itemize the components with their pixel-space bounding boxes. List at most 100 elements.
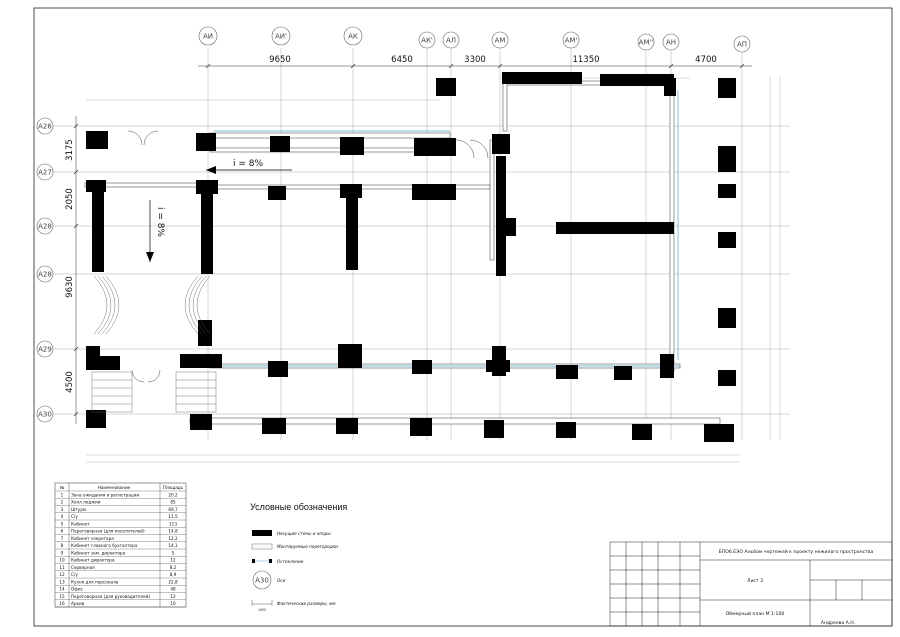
svg-text:АК: АК bbox=[348, 33, 358, 41]
table-cell-area: 12 bbox=[170, 558, 176, 563]
svg-text:АМ'': АМ'' bbox=[639, 39, 654, 47]
table-cell-name: Переговорная (для посетителей) bbox=[71, 529, 145, 534]
dim-label: 9630 bbox=[65, 276, 75, 298]
slope-label-horizontal: i = 8% bbox=[233, 159, 263, 169]
legend: Условные обозначения Несущие стены и опо… bbox=[250, 502, 347, 612]
table-cell-number: 6 bbox=[61, 529, 64, 534]
table-cell-number: 4 bbox=[61, 514, 64, 519]
table-cell-number: 2 bbox=[61, 500, 64, 505]
top-dimension-chain: 9650 6450 3300 11350 4700 bbox=[198, 55, 752, 69]
load-bearing-walls bbox=[86, 72, 736, 442]
axis-bubble: АК' bbox=[418, 31, 436, 49]
table-cell-name: Зона ожидания и регистрации bbox=[71, 492, 139, 497]
title-block bbox=[609, 541, 893, 627]
axis-bubble: АЛ bbox=[442, 31, 460, 49]
axis-bubble: АИ' bbox=[271, 26, 291, 46]
table-cell-name: С/у bbox=[71, 514, 78, 519]
svg-text:АИ: АИ bbox=[203, 33, 213, 41]
table-header: № bbox=[60, 485, 65, 490]
left-dimension-chain: 3175 2050 9630 4500 bbox=[65, 116, 79, 424]
axis-bubble: АИ bbox=[198, 26, 218, 46]
axis-bubble: А29 bbox=[36, 340, 54, 358]
svg-text:А28: А28 bbox=[38, 271, 52, 279]
table-cell-area: 113 bbox=[169, 521, 177, 526]
dim-label: 2050 bbox=[65, 188, 75, 210]
table-cell-number: 15 bbox=[59, 594, 65, 599]
svg-text:АН: АН bbox=[666, 39, 676, 47]
axis-bubble: А30 bbox=[36, 405, 54, 423]
legend-item: Остекление bbox=[277, 559, 304, 564]
svg-text:А29: А29 bbox=[38, 346, 52, 354]
table-cell-area: 48 bbox=[170, 587, 176, 592]
legend-title: Условные обозначения bbox=[250, 502, 347, 512]
doors bbox=[127, 130, 489, 383]
dim-label: 9650 bbox=[269, 55, 291, 65]
table-cell-number: 9 bbox=[61, 550, 64, 555]
table-header: Площадь bbox=[163, 485, 184, 490]
dim-label: 4700 bbox=[695, 55, 717, 65]
table-cell-name: Переговорная (для руководителей) bbox=[71, 594, 150, 599]
svg-text:АМ: АМ bbox=[495, 37, 506, 45]
slope-label-vertical: i = 8% bbox=[155, 207, 165, 237]
svg-text:А28: А28 bbox=[38, 223, 52, 231]
table-cell-number: 7 bbox=[61, 536, 64, 541]
ramp-arrows: i = 8% i = 8% bbox=[146, 159, 292, 262]
axis-bubble: АМ bbox=[491, 31, 509, 49]
table-cell-area: 14,1 bbox=[168, 543, 178, 548]
axis-grid bbox=[53, 48, 790, 440]
svg-text:А27: А27 bbox=[38, 169, 52, 177]
table-cell-number: 13 bbox=[59, 579, 65, 584]
glazing bbox=[214, 90, 680, 367]
table-cell-name: Кабинет главного бухгалтера bbox=[71, 543, 138, 548]
table-cell-area: 20,2 bbox=[168, 492, 178, 497]
dim-label: 3300 bbox=[464, 55, 486, 65]
legend-swatch-walls bbox=[252, 530, 272, 536]
svg-text:АЛ: АЛ bbox=[446, 37, 456, 45]
table-cell-name: С/у bbox=[71, 572, 78, 577]
table-cell-number: 3 bbox=[61, 507, 64, 512]
table-cell-name: Кабинет директора bbox=[71, 558, 115, 563]
dim-label: 6450 bbox=[391, 55, 413, 65]
dim-label: 4500 bbox=[65, 371, 75, 393]
axis-bubble: А26 bbox=[36, 117, 54, 135]
axis-bubble: АП bbox=[733, 35, 751, 53]
stairs bbox=[91, 275, 217, 413]
axis-bubbles-left: А26 А27 А28 А28 А29 А30 bbox=[36, 117, 54, 423]
svg-text:А30: А30 bbox=[38, 411, 52, 419]
table-cell-number: 1 bbox=[61, 492, 64, 497]
svg-text:АМ': АМ' bbox=[565, 37, 578, 45]
table-header: Наименование bbox=[98, 485, 131, 490]
table-cell-area: 11,5 bbox=[168, 514, 178, 519]
svg-text:АИ': АИ' bbox=[275, 33, 287, 41]
table-cell-name: Кабинет секретаря bbox=[71, 536, 114, 541]
table-cell-number: 16 bbox=[59, 601, 65, 606]
legend-dim-sample: 1600 bbox=[258, 608, 266, 612]
secondary-dims bbox=[86, 76, 781, 463]
legend-item: Фактические размеры, мм bbox=[277, 601, 336, 606]
title-block-author: Андреева А.Н. bbox=[821, 620, 855, 626]
legend-item: Оси bbox=[277, 578, 286, 583]
axis-bubble: АМ'' bbox=[637, 33, 655, 51]
table-cell-area: 85 bbox=[170, 500, 176, 505]
table-cell-name: Кабинет bbox=[71, 521, 90, 526]
title-block-sheet: Лист 3 bbox=[747, 578, 763, 584]
dim-label: 3175 bbox=[65, 139, 75, 161]
room-table: № Наименование Площадь 1 Зона ожидания и … bbox=[54, 482, 187, 608]
table-cell-name: Серверная bbox=[71, 565, 95, 570]
svg-text:А26: А26 bbox=[38, 123, 52, 131]
axis-bubble: АК bbox=[343, 26, 363, 46]
table-cell-number: 12 bbox=[59, 572, 65, 577]
svg-text:АК': АК' bbox=[421, 37, 433, 45]
axis-bubbles-top: АИ АИ' АК АК' АЛ АМ АМ' АМ'' АН АП bbox=[198, 26, 751, 53]
legend-item: Монтируемые перегородки bbox=[277, 544, 338, 549]
table-cell-name: Холл лоджии bbox=[71, 500, 101, 505]
table-cell-area: 10 bbox=[170, 601, 176, 606]
table-cell-number: 5 bbox=[61, 521, 64, 526]
table-cell-name: Офис bbox=[71, 587, 84, 592]
table-cell-name: Штурм bbox=[71, 507, 86, 512]
table-cell-name: Архив bbox=[71, 601, 85, 606]
table-cell-number: 8 bbox=[61, 543, 64, 548]
axis-bubble: А28 bbox=[36, 265, 54, 283]
